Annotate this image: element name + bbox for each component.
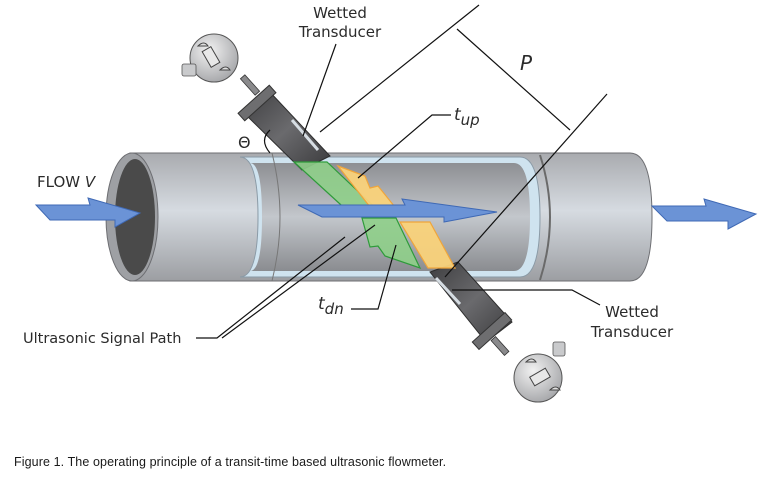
bottom-head-mark-2: [548, 386, 561, 391]
label-bottom-transducer-2: Transducer: [590, 323, 674, 341]
label-flow-text: FLOW: [37, 173, 80, 191]
p-extension-bottom: [444, 93, 608, 278]
top-head-window: [201, 46, 221, 68]
label-top-transducer-1: Wetted: [313, 4, 367, 22]
label-top-transducer-2: Transducer: [298, 23, 382, 41]
bottom-transducer-element: [434, 276, 462, 306]
leader-top-transducer: [302, 43, 337, 137]
leader-signal-path-2: [221, 224, 376, 339]
top-stem: [239, 74, 261, 96]
p-extension-top: [319, 4, 480, 133]
label-t-dn: tdn: [318, 294, 344, 318]
bottom-head-port: [552, 341, 566, 357]
label-flow-var: V: [85, 173, 97, 191]
label-path-length: P: [520, 51, 533, 75]
signal-paths: [292, 161, 457, 270]
angle-arc: [263, 129, 271, 154]
leader-lines: [196, 4, 608, 339]
label-angle: Θ: [238, 133, 251, 152]
label-signal-path: Ultrasonic Signal Path: [23, 331, 181, 347]
label-t-up-base: t: [454, 105, 462, 125]
flow-arrow-outlet: [650, 198, 758, 230]
label-t-up: tup: [454, 105, 480, 129]
bottom-head-mark-1: [524, 358, 537, 363]
pipe-seam-right: [539, 154, 551, 281]
bottom-head-window: [529, 367, 551, 387]
top-head-mark-1: [196, 42, 209, 47]
label-bottom-transducer-1: Wetted: [605, 303, 659, 321]
bottom-stem: [490, 335, 510, 357]
signal-up-lower: [398, 221, 457, 269]
bottom-flange: [471, 311, 513, 351]
leader-signal-path: [196, 236, 346, 339]
bottom-transducer: [429, 261, 566, 403]
top-transducer-element: [290, 119, 320, 151]
leader-t-dn: [351, 244, 397, 310]
flow-arrow-inlet: [34, 197, 142, 228]
pipe-opening: [115, 159, 155, 275]
label-t-dn-sub: dn: [325, 300, 344, 318]
signal-dn-lower: [361, 217, 422, 270]
leader-bottom-transducer: [452, 289, 601, 306]
labels: Wetted Transducer P Θ FLOW V tup tdn Ult…: [23, 4, 674, 347]
p-dimension: [456, 28, 571, 131]
figure-caption: Figure 1. The operating principle of a t…: [14, 455, 447, 469]
top-head-port: [181, 63, 197, 77]
top-transducer: [181, 33, 331, 171]
flow-arrows: [34, 197, 758, 230]
leader-t-up: [357, 114, 451, 179]
label-t-dn-base: t: [318, 294, 326, 314]
flow-arrow-interior: [297, 198, 498, 223]
label-flow: FLOW V: [37, 173, 97, 191]
label-t-up-sub: up: [461, 111, 480, 129]
pipe-seam-left: [271, 152, 281, 282]
top-flange: [237, 84, 277, 122]
top-head-mark-2: [218, 66, 231, 71]
